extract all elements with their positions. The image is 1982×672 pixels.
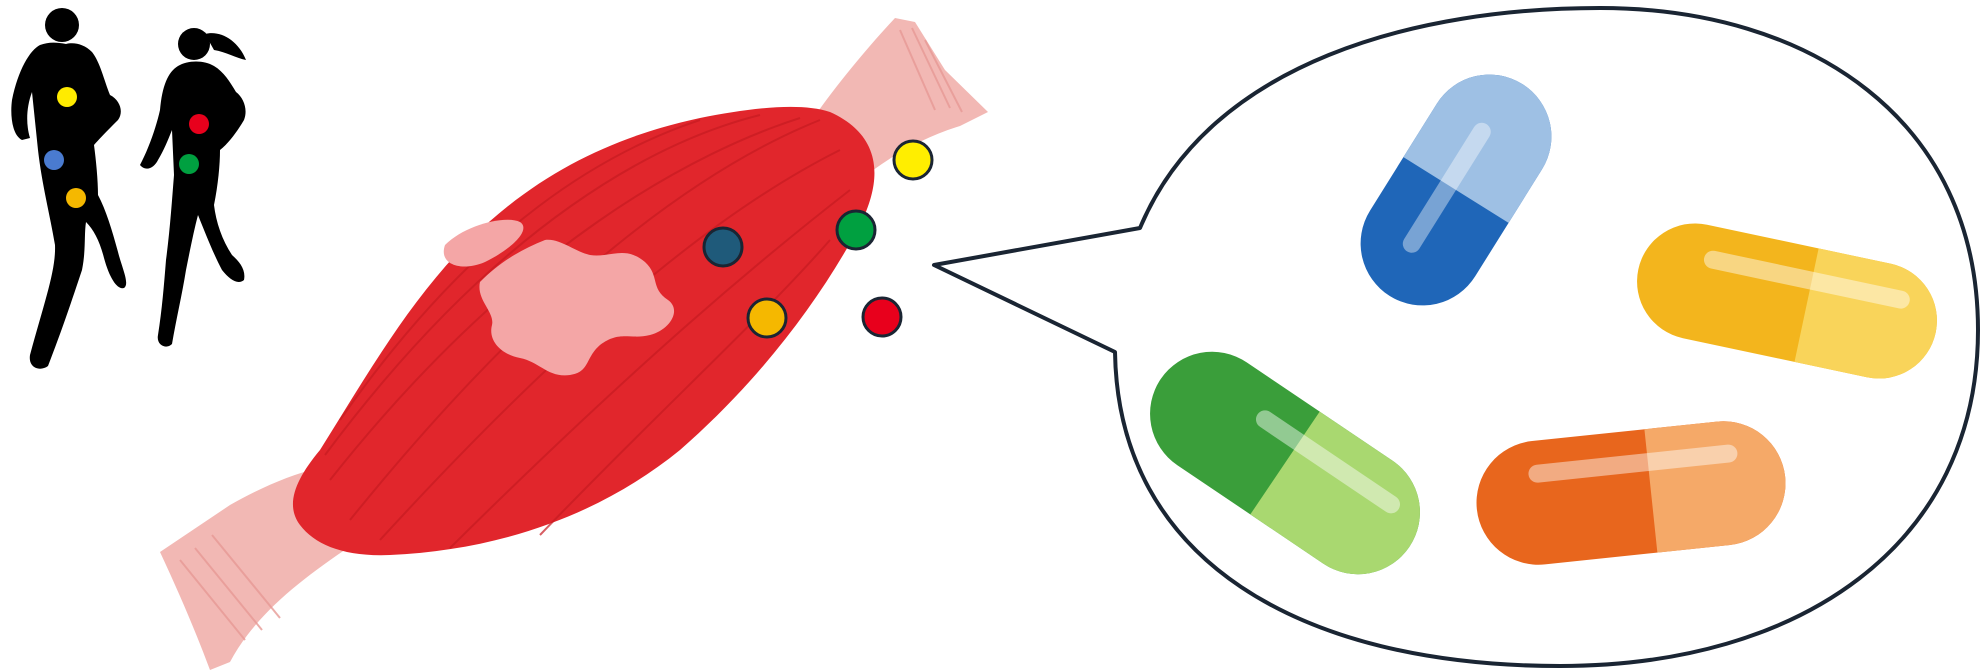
runner-dot-orange [66, 188, 86, 208]
green-dot [837, 211, 875, 249]
red-dot [863, 298, 901, 336]
runners-group [11, 8, 246, 369]
runner-dot-red [189, 114, 209, 134]
orange-dot [748, 299, 786, 337]
male-runner-silhouette [11, 8, 126, 369]
muscle-illustration [160, 18, 988, 670]
runner-dot-green [179, 154, 199, 174]
navy-dot [704, 228, 742, 266]
yellow-dot [894, 141, 932, 179]
runner-dot-blue [44, 150, 64, 170]
runner-dot-yellow [57, 87, 77, 107]
female-runner-silhouette [140, 28, 246, 347]
